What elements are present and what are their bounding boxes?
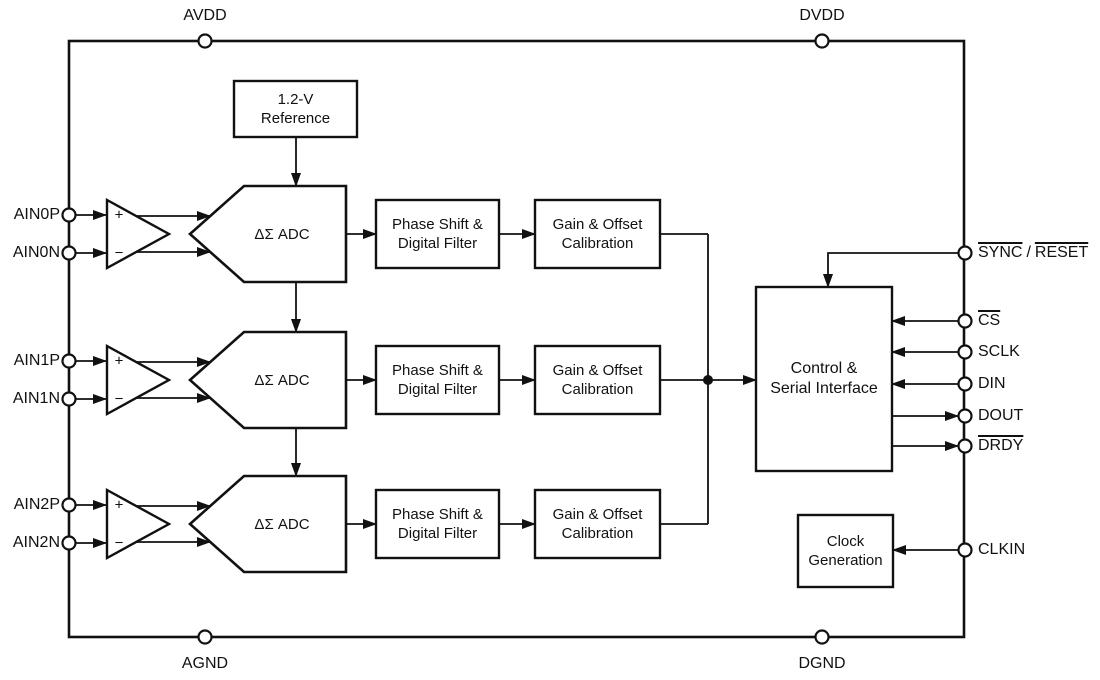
- adc1-label: ΔΣ ADC: [254, 371, 310, 389]
- reset-label: RESET: [1034, 244, 1089, 261]
- drdy-pin-label: DRDY: [978, 437, 1024, 454]
- amp2-triangle: [105, 487, 172, 561]
- cal1-line2: Calibration: [561, 381, 634, 398]
- ain0n-pin-label: AIN0N: [12, 244, 60, 261]
- ain2n-terminal: [61, 535, 77, 551]
- cs-pin-label: CS: [978, 312, 1001, 329]
- channel-0: [76, 184, 708, 284]
- amp1-triangle: [105, 343, 172, 417]
- avdd-terminal: [197, 33, 213, 49]
- amp1-minus-sign: −: [114, 390, 124, 408]
- ain1p-terminal: [61, 353, 77, 369]
- cal1-box-label: Gain & Offset Calibration: [535, 346, 660, 414]
- din-terminal: [957, 376, 973, 392]
- adc0-label: ΔΣ ADC: [254, 225, 310, 243]
- avdd-pin-label: AVDD: [183, 7, 227, 24]
- dvdd-terminal: [814, 33, 830, 49]
- agnd-pin-label: AGND: [181, 655, 229, 672]
- sync-reset-pin-label: SYNC/RESET: [978, 244, 1088, 262]
- control-line2: Serial Interface: [770, 380, 878, 397]
- ain1n-terminal: [61, 391, 77, 407]
- amp2-minus-sign: −: [114, 534, 124, 552]
- cal2-line2: Calibration: [561, 525, 634, 542]
- dout-pin-label: DOUT: [978, 407, 1024, 424]
- filter2-box: [374, 488, 501, 560]
- adc2-label: ΔΣ ADC: [254, 515, 310, 533]
- cal0-box-label: Gain & Offset Calibration: [535, 200, 660, 268]
- amp0-minus-sign: −: [114, 244, 124, 262]
- channel-1: [76, 330, 708, 430]
- filter2-box-label: Phase Shift & Digital Filter: [376, 490, 499, 558]
- agnd-terminal: [197, 629, 213, 645]
- reference-line2: Reference: [260, 110, 331, 127]
- drdy-terminal: [957, 438, 973, 454]
- reference-line1: 1.2-V: [277, 91, 314, 108]
- filter2-line1: Phase Shift &: [392, 506, 483, 523]
- dout-terminal: [957, 408, 973, 424]
- clkin-pin-label: CLKIN: [978, 541, 1026, 558]
- ain2p-pin-label: AIN2P: [13, 496, 60, 513]
- filter0-box-label: Phase Shift & Digital Filter: [376, 200, 499, 268]
- channel-2: [76, 474, 708, 574]
- control-box-label: Control & Serial Interface: [756, 287, 892, 471]
- ain2p-terminal: [61, 497, 77, 513]
- cs-terminal: [957, 313, 973, 329]
- filter0-line1: Phase Shift &: [392, 216, 483, 233]
- filter1-line1: Phase Shift &: [392, 362, 483, 379]
- amp1-plus-sign: +: [114, 352, 124, 370]
- pin-terminals: [61, 33, 973, 645]
- clkin-terminal: [957, 542, 973, 558]
- filter1-line2: Digital Filter: [397, 381, 478, 398]
- clock-box: [796, 513, 895, 589]
- adc2-pentagon: [188, 474, 348, 574]
- cal2-box: [533, 488, 662, 560]
- filter1-box-label: Phase Shift & Digital Filter: [376, 346, 499, 414]
- reference-box-label: 1.2-V Reference: [234, 81, 357, 137]
- dvdd-pin-label: DVDD: [799, 7, 845, 24]
- control-line1: Control &: [790, 360, 858, 377]
- cal0-line2: Calibration: [561, 235, 634, 252]
- cal2-box-label: Gain & Offset Calibration: [535, 490, 660, 558]
- clock-line1: Clock: [826, 533, 865, 550]
- amp0-plus-sign: +: [114, 206, 124, 224]
- cal0-box: [533, 198, 662, 270]
- ain0p-terminal: [61, 207, 77, 223]
- ain1p-pin-label: AIN1P: [13, 352, 60, 369]
- dgnd-terminal: [814, 629, 830, 645]
- sync-label: SYNC: [978, 244, 1023, 261]
- ain0p-pin-label: AIN0P: [13, 206, 60, 223]
- sync-reset-separator: /: [1026, 244, 1031, 261]
- cal1-line1: Gain & Offset: [552, 362, 643, 379]
- amp0-triangle: [105, 197, 172, 271]
- filter2-line2: Digital Filter: [397, 525, 478, 542]
- cal2-line1: Gain & Offset: [552, 506, 643, 523]
- sync-reset-wire: [823, 252, 958, 288]
- ain1n-pin-label: AIN1N: [12, 390, 60, 407]
- cal0-line1: Gain & Offset: [552, 216, 643, 233]
- clock-line2: Generation: [808, 552, 883, 569]
- sclk-pin-label: SCLK: [978, 343, 1020, 360]
- adc1-pentagon: [188, 330, 348, 430]
- ain0n-terminal: [61, 245, 77, 261]
- ain2n-pin-label: AIN2N: [12, 534, 60, 551]
- filter0-line2: Digital Filter: [397, 235, 478, 252]
- din-pin-label: DIN: [978, 375, 1006, 392]
- clock-box-label: Clock Generation: [798, 515, 893, 587]
- sclk-terminal: [957, 344, 973, 360]
- sync-reset-terminal: [957, 245, 973, 261]
- adc0-pentagon: [188, 184, 348, 284]
- dgnd-pin-label: DGND: [798, 655, 846, 672]
- amp2-plus-sign: +: [114, 496, 124, 514]
- chip-boundary: [67, 39, 966, 639]
